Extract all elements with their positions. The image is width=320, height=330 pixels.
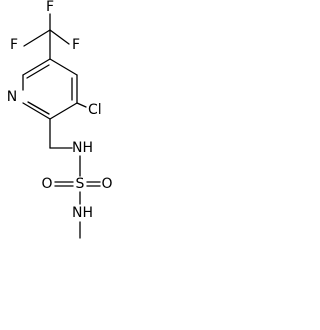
atom-fluorine-top: F	[46, 0, 54, 15]
atom-sulfur: S	[76, 176, 85, 192]
atom-nitrogen-ring: N	[7, 89, 17, 105]
bond-c4-c5	[49, 58, 78, 76]
bond-c3-cl	[76, 102, 87, 108]
atom-oxygen-left: O	[41, 176, 52, 192]
bond-n1-c2-inner	[27, 101, 50, 115]
bond-n1-c2	[22, 102, 51, 120]
atom-chlorine: Cl	[88, 102, 102, 118]
bond-c5-c6	[22, 58, 51, 76]
atom-oxygen-right: O	[101, 176, 112, 192]
bond-cf-right	[49, 29, 70, 45]
atom-amine-nh-top: NH	[72, 140, 93, 156]
atom-fluorine-right: F	[72, 37, 80, 53]
atom-amine-nh-bottom: NH	[72, 205, 93, 221]
molecule-structure: F F F N Cl NH O S O NH	[7, 0, 113, 239]
bond-c2-c3	[49, 102, 78, 120]
bond-cf-left	[23, 29, 51, 47]
atom-fluorine-left: F	[10, 37, 18, 53]
bond-c5-c6-inner	[26, 64, 50, 79]
